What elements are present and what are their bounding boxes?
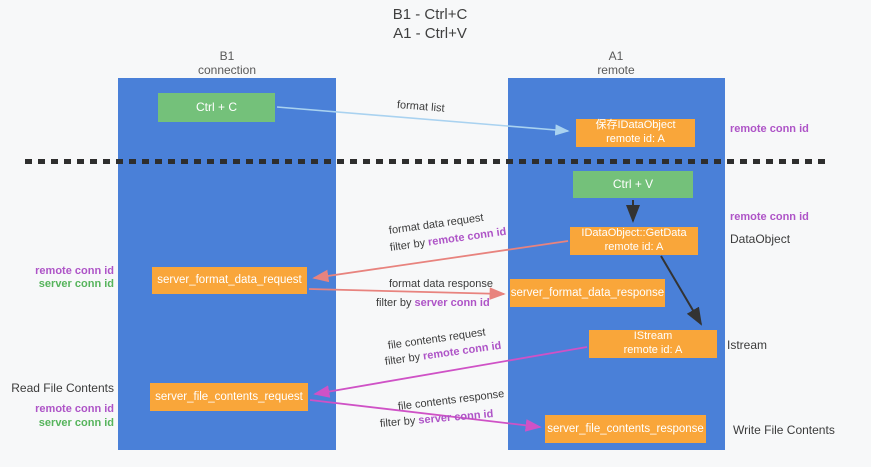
ctrl-c-box: Ctrl + C bbox=[158, 93, 275, 122]
write-file-contents-annotation: Write File Contents bbox=[733, 423, 835, 437]
ctrl-v-box: Ctrl + V bbox=[573, 171, 693, 198]
remote-conn-id-annotation-top: remote conn id bbox=[730, 123, 809, 135]
right-column-header: A1 remote bbox=[556, 49, 676, 78]
ctrl-v-label: Ctrl + V bbox=[612, 177, 654, 191]
getdata-to-istream-arrow bbox=[660, 255, 703, 326]
save-dataobject-box: 保存IDataObject remote id: A bbox=[576, 119, 695, 147]
format-data-response-arrow bbox=[308, 287, 506, 300]
ctrl-c-label: Ctrl + C bbox=[195, 100, 237, 114]
server-format-data-request-label: server_format_data_request bbox=[157, 274, 302, 287]
remote-conn-id-annotation-left: remote conn id bbox=[35, 265, 114, 277]
format-data-response-label: format data response bbox=[389, 278, 493, 290]
remote-conn-id-annotation-bottom: remote conn id bbox=[35, 403, 114, 416]
istream-box: IStream remote id: A bbox=[589, 330, 717, 358]
save-dataobject-line1: 保存IDataObject bbox=[595, 119, 676, 132]
left-column-header: B1 connection bbox=[167, 49, 287, 78]
right-column-subtitle: remote bbox=[597, 62, 635, 77]
format-data-request-arrow bbox=[312, 240, 569, 283]
left-conn-id-annotations: remote conn id server conn id bbox=[10, 265, 114, 291]
right-column-name: A1 bbox=[608, 49, 624, 63]
title-line-2: A1 - Ctrl+V bbox=[393, 24, 467, 42]
format-data-response-filter-label: filter by server conn id bbox=[376, 297, 490, 309]
save-dataobject-line2: remote id: A bbox=[606, 133, 665, 145]
left-column-subtitle: connection bbox=[197, 62, 257, 77]
read-file-contents-annotation: Read File Contents bbox=[11, 381, 114, 395]
format-list-arrow bbox=[276, 106, 570, 136]
server-file-contents-request-label: server_file_contents_request bbox=[155, 390, 303, 403]
istream-annotation: Istream bbox=[727, 338, 768, 352]
getdata-line1: IDataObject::GetData bbox=[581, 227, 687, 240]
file-contents-request-arrow bbox=[313, 346, 588, 398]
title-line-1: B1 - Ctrl+C bbox=[392, 6, 468, 23]
file-contents-response-arrow bbox=[309, 399, 542, 432]
server-conn-id-annotation-bottom: server conn id bbox=[38, 416, 114, 429]
left-column-name: B1 bbox=[219, 49, 235, 63]
server-file-contents-response-label: server_file_contents_response bbox=[547, 422, 704, 435]
divider-dashed-line bbox=[25, 159, 831, 164]
server-format-data-request-box: server_format_data_request bbox=[152, 267, 307, 294]
server-conn-id-annotation-left: server conn id bbox=[38, 278, 114, 291]
server-conn-id-text: server conn id bbox=[414, 297, 490, 309]
remote-conn-id-annotation-mid: remote conn id bbox=[730, 211, 809, 223]
server-format-data-response-label: server_format_data_response bbox=[510, 286, 665, 299]
diagram-title: B1 - Ctrl+C A1 - Ctrl+V bbox=[0, 6, 860, 44]
dataobject-annotation: DataObject bbox=[730, 232, 791, 246]
server-format-data-response-box: server_format_data_response bbox=[510, 279, 665, 307]
server-file-contents-request-box: server_file_contents_request bbox=[150, 383, 308, 411]
getdata-box: IDataObject::GetData remote id: A bbox=[570, 227, 698, 255]
istream-line2: remote id: A bbox=[623, 344, 683, 356]
filter-by-text: filter by bbox=[376, 297, 415, 309]
server-file-contents-response-box: server_file_contents_response bbox=[545, 415, 706, 443]
read-file-annotations: Read File Contents remote conn id server… bbox=[10, 381, 114, 430]
getdata-line2: remote id: A bbox=[604, 241, 664, 253]
istream-line1: IStream bbox=[633, 330, 673, 343]
